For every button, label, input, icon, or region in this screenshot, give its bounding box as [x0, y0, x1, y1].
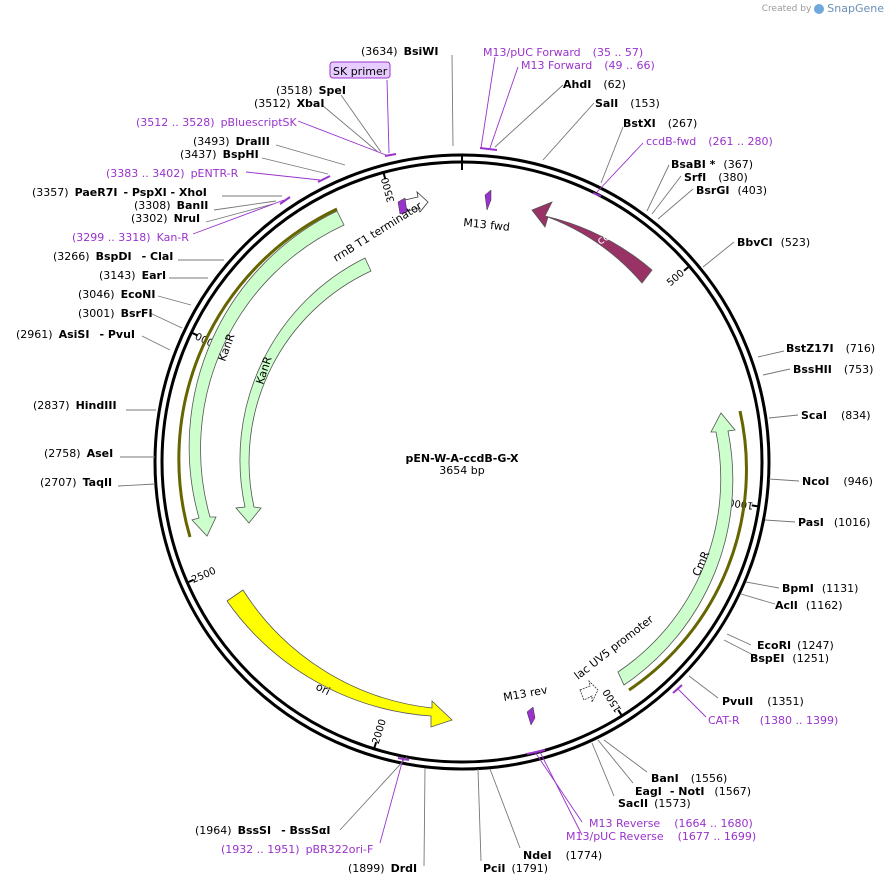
enzyme-BsrGI[interactable]: BsrGI(403) [696, 184, 767, 197]
enzyme-BsiWI[interactable]: (3634)BsiWI [361, 45, 439, 58]
enzyme-DrdI[interactable]: (1899)DrdI [348, 862, 417, 875]
enzyme-BsaBI[interactable]: BsaBI *(367) [671, 158, 753, 171]
primer-M13-Reverse[interactable]: M13 Reverse(1664 .. 1680) [589, 817, 753, 830]
enzyme-BpmI[interactable]: BpmI(1131) [782, 582, 858, 595]
primer-M13-pUC-Reverse[interactable]: M13/pUC Reverse(1677 .. 1699) [566, 830, 756, 843]
enzyme-EcoRI[interactable]: EcoRI(1247) [757, 639, 834, 652]
tick-mark [373, 741, 378, 750]
feature-label-lacUV5: lac UV5 promoter [572, 612, 656, 682]
enzyme-AsiSI[interactable]: (2961)AsiSI- PvuI [16, 328, 135, 341]
enzyme-SpeI[interactable]: (3518)SpeI [276, 84, 346, 97]
feature-label-m13-rev: M13 rev [502, 683, 549, 704]
primer-M13-Forward[interactable]: M13 Forward(49 .. 66) [521, 59, 655, 72]
feature-ori[interactable] [226, 589, 453, 728]
enzyme-BbvCI[interactable]: BbvCI(523) [737, 236, 810, 249]
kanR-outer-track [177, 207, 338, 538]
enzyme-XbaI[interactable]: (3512)XbaI [254, 97, 324, 110]
tick-mark [751, 504, 759, 508]
tick-label: 1000 [728, 496, 755, 511]
enzyme-BanII[interactable]: (3308)BanII [134, 199, 208, 212]
primer-labels: M13/pUC Forward(35 .. 57) M13 Forward(49… [72, 46, 838, 856]
tick-label: 2500 [190, 566, 218, 586]
enzyme-HindIII[interactable]: (2837)HindIII [33, 399, 117, 412]
tick-mark [617, 709, 623, 717]
sk-primer-box[interactable] [329, 61, 391, 79]
enzyme-BspDI[interactable]: (3266)BspDI- ClaI [53, 250, 173, 263]
enzyme-EagI[interactable]: EagI- NotI(1567) [635, 785, 751, 798]
enzyme-NruI[interactable]: (3302)NruI [131, 212, 200, 225]
feature-label-KanR-inner: KanR [253, 355, 274, 386]
primer-leader-lines [192, 56, 707, 844]
primer-marks [279, 147, 683, 761]
enzyme-BsrFI[interactable]: (3001)BsrFI [78, 307, 153, 320]
tick-mark [683, 265, 690, 272]
plasmid-length: 3654 bp [439, 464, 484, 477]
snapgene-logo-icon [814, 3, 825, 14]
feature-KanR-outer[interactable] [188, 210, 345, 537]
enzyme-labels: (3634)BsiWI (3518)SpeI (3512)XbaI (3493)… [16, 45, 875, 875]
feature-label-ori: ori [314, 680, 333, 698]
enzyme-SalI[interactable]: SalI(153) [595, 97, 660, 110]
sk-primer-label: SK primer [333, 65, 388, 78]
sk-primer-arrow [397, 197, 408, 215]
tick-mark [190, 331, 199, 337]
enzyme-BanI[interactable]: BanI(1556) [651, 772, 727, 785]
enzyme-PvuII[interactable]: PvuII(1351) [722, 695, 804, 708]
snapgene-brand: Created by SnapGene [762, 2, 884, 15]
tick-label: 1500 [601, 687, 624, 714]
plasmid-name: pEN-W-A-ccdB-G-X [406, 452, 520, 465]
primer-pENTR-R[interactable]: (3383 .. 3402)pENTR-R [106, 167, 239, 180]
enzyme-BssHII[interactable]: BssHII(753) [793, 363, 873, 376]
primer-Kan-R[interactable]: (3299 .. 3318)Kan-R [72, 231, 189, 244]
primer-CAT-R[interactable]: CAT-R(1380 .. 1399) [708, 714, 838, 727]
enzyme-BspHI[interactable]: (3437)BspHI [180, 148, 259, 161]
enzyme-NcoI[interactable]: NcoI(946) [802, 475, 873, 488]
primer-ccdB-fwd[interactable]: ccdB-fwd(261 .. 280) [646, 135, 773, 148]
enzyme-DraIII[interactable]: (3493)DraIII [193, 135, 270, 148]
snapgene-name: SnapGene [827, 2, 884, 15]
cmR-track [628, 410, 748, 692]
m13-fwd-arrow [484, 189, 492, 211]
feature-rrnB-arrow [404, 190, 429, 213]
enzyme-PciI[interactable]: PciI(1791) [483, 862, 548, 875]
enzyme-BssSI[interactable]: (1964)BssSI- BssSαI [195, 824, 331, 837]
tick-label: 3500 [380, 176, 397, 203]
tick-mark [186, 578, 195, 584]
enzyme-PasI[interactable]: PasI(1016) [798, 516, 870, 529]
enzyme-TaqII[interactable]: (2707)TaqII [40, 476, 112, 489]
enzyme-leader-lines [117, 54, 800, 867]
enzyme-AclI[interactable]: AclI(1162) [775, 599, 842, 612]
feature-label-m13-fwd: M13 fwd [463, 216, 511, 234]
tick-label: 2000 [371, 718, 389, 746]
primer-pBluescriptSK[interactable]: (3512 .. 3528)pBluescriptSK [136, 116, 298, 129]
enzyme-BspEI[interactable]: BspEI(1251) [750, 652, 829, 665]
enzyme-BstZ17I[interactable]: BstZ17I(716) [786, 342, 875, 355]
feature-label-rrnB: rrnB T1 terminator [331, 199, 425, 265]
feature-ccdB[interactable] [531, 201, 653, 284]
enzyme-AhdI[interactable]: AhdI(62) [563, 78, 626, 91]
created-by-text: Created by [761, 3, 812, 14]
feature-CmR[interactable] [617, 412, 736, 686]
enzyme-SrfI[interactable]: SrfI(380) [684, 171, 748, 184]
primer-M13-pUC-Forward[interactable]: M13/pUC Forward(35 .. 57) [483, 46, 643, 59]
enzyme-PaeR7I[interactable]: (3357)PaeR7I- PspXI - XhoI [32, 186, 207, 199]
primer-pBR322ori-F[interactable]: (1932 .. 1951)pBR322ori-F [221, 843, 373, 856]
enzyme-NdeI[interactable]: NdeI(1774) [523, 849, 602, 862]
enzyme-EcoNI[interactable]: (3046)EcoNI [78, 288, 155, 301]
enzyme-AseI[interactable]: (2758)AseI [44, 447, 113, 460]
feature-lacUV5-arrow [579, 679, 599, 703]
m13-rev-arrow [526, 706, 536, 726]
enzyme-SacII[interactable]: SacII(1573) [618, 797, 691, 810]
enzyme-ScaI[interactable]: ScaI(834) [801, 409, 871, 422]
tick-mark [382, 172, 387, 180]
enzyme-BstXI[interactable]: BstXI(267) [623, 117, 697, 130]
tick-label: 500 [665, 268, 687, 289]
enzyme-EarI[interactable]: (3143)EarI [99, 269, 166, 282]
feature-KanR-inner[interactable] [235, 257, 372, 524]
